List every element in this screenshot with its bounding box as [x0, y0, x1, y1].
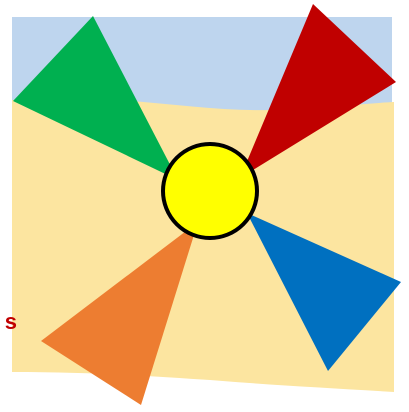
hub-icon [163, 144, 257, 238]
cropped-text-letter: s [5, 309, 17, 335]
cropped-text: s [0, 309, 21, 335]
